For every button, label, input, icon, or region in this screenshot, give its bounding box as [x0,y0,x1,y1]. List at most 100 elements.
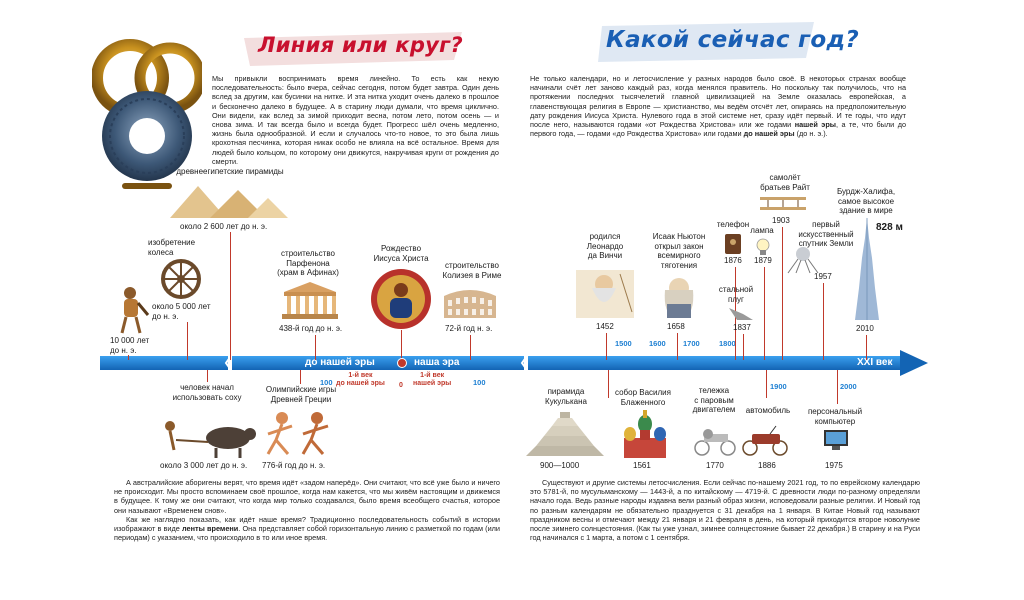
event-kukulkan-label: пирамида Кукулькана [545,387,587,406]
plough-picture [729,308,753,320]
nativity-icon-picture [371,269,431,329]
event-telephone-label: телефон [716,220,750,229]
tick-1500: 1500 [615,339,632,348]
stem-10000 [128,355,130,360]
event-olympics-label: Олимпийские игры Древней Греции [265,385,337,404]
event-nativity-label: Рождество Иисуса Христа [373,244,429,263]
intro-text-left: Мы привыкли воспринимать время линейно. … [212,74,499,166]
stem-sputnik [823,283,825,360]
intro-part-e: (до н. э.). [794,129,828,139]
intro-part-a: Не только календари, но и летосчисление … [530,74,906,130]
lamp-picture [756,238,770,255]
bottom-paragraph-2a: Как же наглядно показать, как идёт наше … [114,514,500,534]
event-telephone-date: 1876 [724,256,742,265]
intro-paragraph: Мы привыкли воспринимать время линейно. … [212,74,499,166]
intro-part-c: , а те, что были до первого года, — года… [530,120,907,139]
event-colosseum-date: 72-й год н. э. [445,324,493,333]
event-soha-label: человек начал использовать соху [172,383,242,402]
tick-1600: 1600 [649,339,666,348]
pyramids-picture [170,186,288,218]
title-banner-right [598,22,814,62]
tick-1800: 1800 [719,339,736,348]
event-pyramids-label: древнеегипетские пирамиды [176,167,284,176]
event-kukulkan-date: 900—1000 [540,461,580,470]
event-wheel-date: около 5 000 лет до н. э. [152,302,211,321]
colosseum-picture [444,290,496,318]
event-parthenon-date: 438-й год до н. э. [279,324,343,333]
title-banner-left [244,32,462,66]
first-century-bce: 1-й век до нашей эры [336,372,385,387]
personal-computer-picture [824,430,848,450]
event-st-basil-date: 1561 [633,461,651,470]
intro-bold-ce: нашей эры [794,120,837,130]
stem-colosseum [470,335,472,360]
event-newton-label: Исаак Ньютон открыл закон всемирного тяг… [652,232,706,270]
bce-era-label: до нашей эры [305,357,375,368]
bottom-text-right: Существуют и другие системы летосчислени… [530,478,920,542]
page-title-left: Линия или круг? [258,33,463,57]
stem-nativity [401,330,403,358]
event-plane-date: 1903 [772,216,790,225]
stem-plane [782,227,784,360]
event-automobile-date: 1886 [758,461,776,470]
wheel-of-time-illustration [92,39,202,189]
event-colosseum-label: строительство Колизея в Риме [442,261,502,280]
page-title-right: Какой сейчас год? [606,27,859,53]
stem-plough [743,334,745,360]
leonardo-picture [576,270,634,318]
event-steam-cart-date: 1770 [706,461,724,470]
zero-marker [397,358,407,368]
stem-parthenon [315,335,317,360]
oxen-plough-picture [165,421,256,458]
event-parthenon-label: строительство Парфенона (храм в Афинах) [277,249,339,278]
first-century-ce: 1-й век нашей эры [413,372,452,387]
wheel-picture [161,259,201,299]
event-burj-date: 2010 [856,324,874,333]
stem-newton [677,333,679,360]
stem-pc [837,370,839,404]
stem-lamp [764,267,766,360]
st-basil-cathedral-picture [624,410,666,458]
event-lamp-date: 1879 [754,256,772,265]
stem-automobile [766,370,768,398]
zero-label: 0 [399,382,403,389]
tick-100-bce: 100 [320,378,333,387]
olympic-runners-picture [266,412,329,455]
bottom-paragraph-2c: . Она представляет собой горизонтальную … [114,524,500,543]
event-newton-date: 1658 [667,322,685,331]
stem-olympics [300,370,302,384]
stem-soha [207,370,209,382]
event-pc-label: персональный компьютер [807,407,863,426]
event-plough-date: 1837 [733,323,751,332]
tick-2000: 2000 [840,382,857,391]
burj-khalifa-picture [855,218,879,320]
intro-bold-bce: до нашей эры [743,129,795,139]
event-burj-label: Бурдж-Халифа, самое высокое здание в мир… [836,187,896,216]
tick-100-ce: 100 [473,378,486,387]
telephone-picture [725,234,741,254]
event-10000-date: 10 000 лет до н. э. [110,336,150,355]
event-wheel-label: изобретение колеса [148,238,196,257]
stem-pyramids [230,232,232,360]
event-burj-height: 828 м [876,222,903,233]
stem-leonardo [606,333,608,360]
bottom-bold-timeline: ленты времени [182,524,239,534]
event-plough-label: стальной плуг [718,285,754,304]
event-sputnik-label: первый искусственный спутник Земли [798,220,854,249]
event-soha-date: около 3 000 лет до н. э. [160,461,248,470]
stem-st-basil [608,370,610,398]
kukulkan-pyramid-picture [526,412,604,456]
intro-text-right: Не только календари, но и летосчисление … [530,74,906,138]
event-lamp-label: лампа [750,226,774,235]
sputnik-picture [787,247,819,274]
event-plane-label: самолёт братьев Райт [760,173,810,192]
ce-era-label: наша эра [414,357,460,368]
event-st-basil-label: собор Василия Блаженного [615,388,671,407]
event-leonardo-date: 1452 [596,322,614,331]
newton-picture [664,278,694,318]
timeline-bar [100,350,928,376]
event-automobile-label: автомобиль [745,406,791,415]
bottom-paragraph-1: А австралийские аборигены верят, что вре… [114,478,500,515]
event-olympics-date: 776-й год до н. э. [262,461,326,470]
event-pc-date: 1975 [825,461,843,470]
